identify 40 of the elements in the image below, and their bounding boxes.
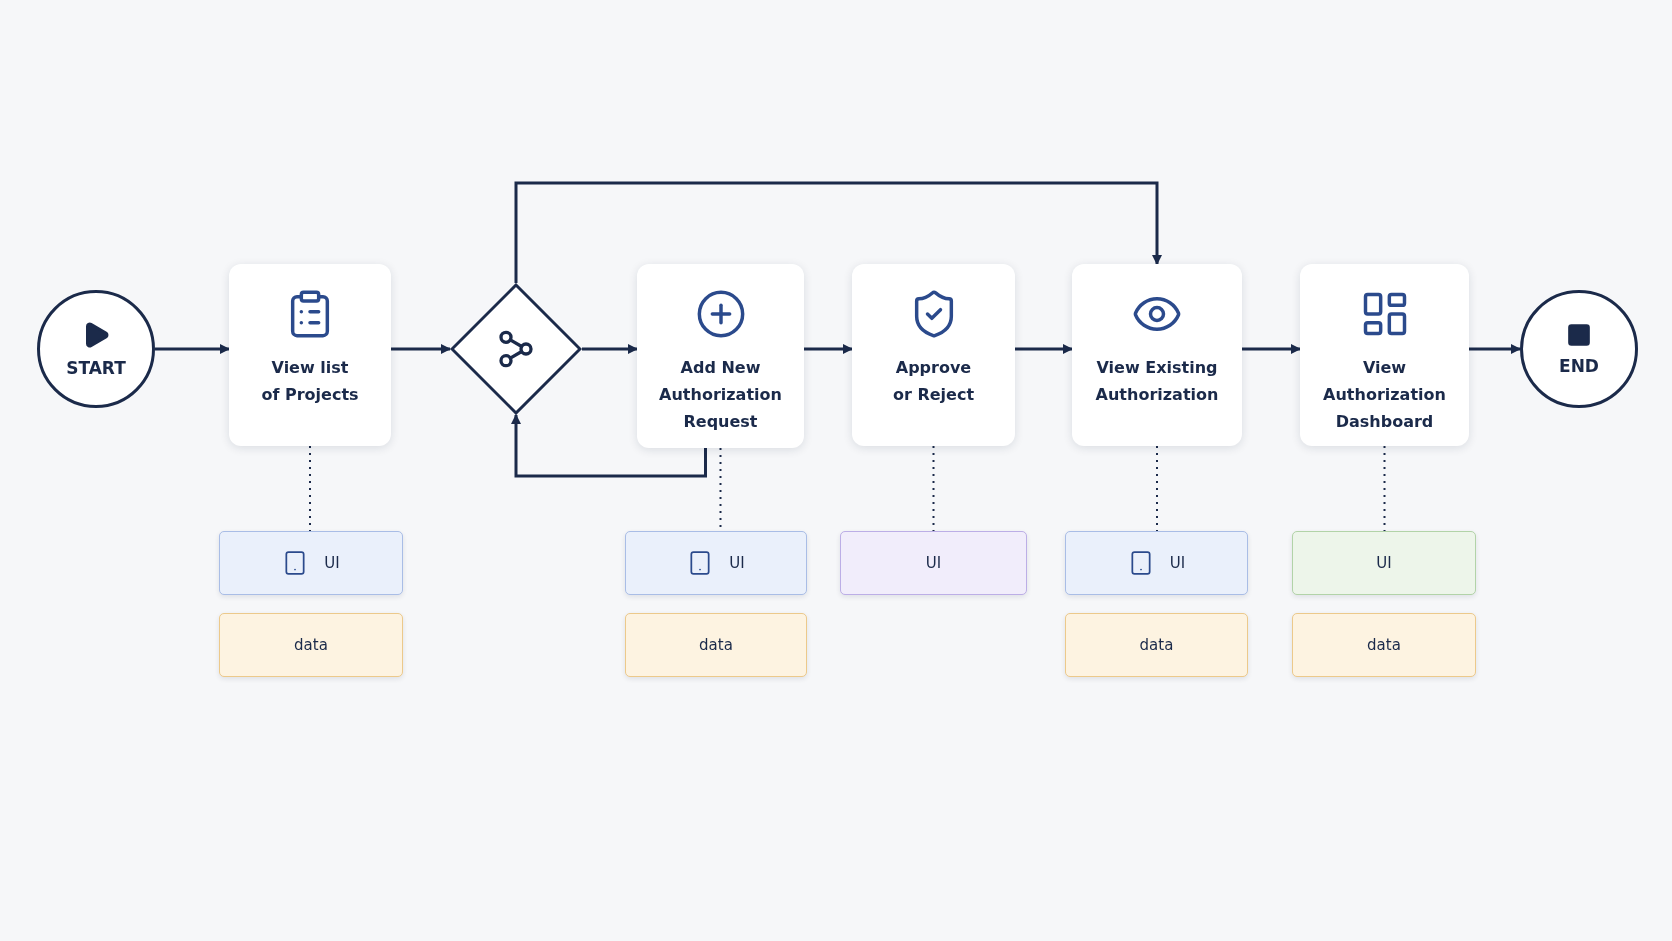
step-label: View Existing Authorization (1094, 357, 1220, 406)
arrow (582, 344, 638, 354)
arrow (1242, 344, 1301, 354)
terminal-label: END (1559, 356, 1599, 376)
system-tag (625, 531, 807, 595)
step-label: Approve or Reject (891, 357, 976, 406)
step-label: View Authorization Dashboard (1322, 357, 1447, 433)
system-tag (219, 613, 403, 677)
system-tag (1065, 531, 1248, 595)
tag-label: data (699, 636, 733, 654)
arrow (1015, 344, 1073, 354)
diamond-node (450, 283, 582, 415)
arrow (804, 344, 853, 354)
tag-label: UI (1169, 554, 1186, 572)
tag-label: UI (1376, 554, 1392, 572)
tag-label: UI (324, 554, 340, 572)
tag-label: data (1367, 636, 1401, 654)
tag-label: data (294, 636, 328, 654)
step-label: Add New Authorization Request (658, 357, 783, 433)
system-tag (219, 531, 403, 595)
process-card (637, 264, 804, 448)
system-tag (625, 613, 807, 677)
process-card (1300, 264, 1469, 446)
process-card (852, 264, 1015, 446)
system-tag (1065, 613, 1248, 677)
tag-label: data (1139, 636, 1174, 654)
arrow (155, 344, 230, 354)
step-label: View list of Projects (260, 357, 360, 406)
tag-label: UI (925, 554, 942, 572)
arrow (1469, 344, 1521, 354)
arrow (391, 344, 451, 354)
system-tag (1292, 613, 1476, 677)
arrow (511, 414, 707, 478)
system-tag (840, 531, 1027, 595)
process-card (1072, 264, 1242, 446)
terminal-label: START (66, 358, 126, 378)
process-card (229, 264, 391, 446)
system-tag (1292, 531, 1476, 595)
tag-label: UI (729, 554, 745, 572)
arrow (514, 181, 1162, 283)
